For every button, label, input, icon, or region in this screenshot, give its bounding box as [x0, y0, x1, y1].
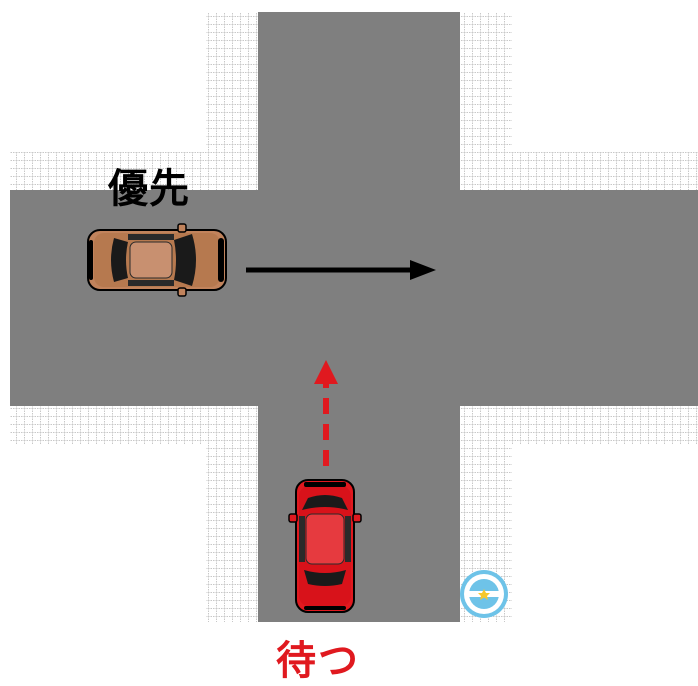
priority-arrow	[246, 260, 436, 280]
priority-label: 優先	[108, 166, 190, 212]
wait-label: 待つ	[276, 638, 360, 684]
sidewalk-top-left-horizontal	[10, 152, 258, 190]
horizontal-road	[10, 190, 698, 406]
sidewalk-bottom-right-horizontal	[460, 406, 698, 444]
sidewalk-bottom-left-horizontal	[10, 406, 258, 444]
sidewalks	[10, 12, 698, 622]
wait-arrow	[314, 360, 338, 466]
sidewalk-top-right-horizontal	[460, 152, 698, 190]
waiting-car	[288, 479, 362, 613]
priority-car	[87, 223, 227, 297]
steering-wheel-star-logo	[460, 570, 508, 618]
